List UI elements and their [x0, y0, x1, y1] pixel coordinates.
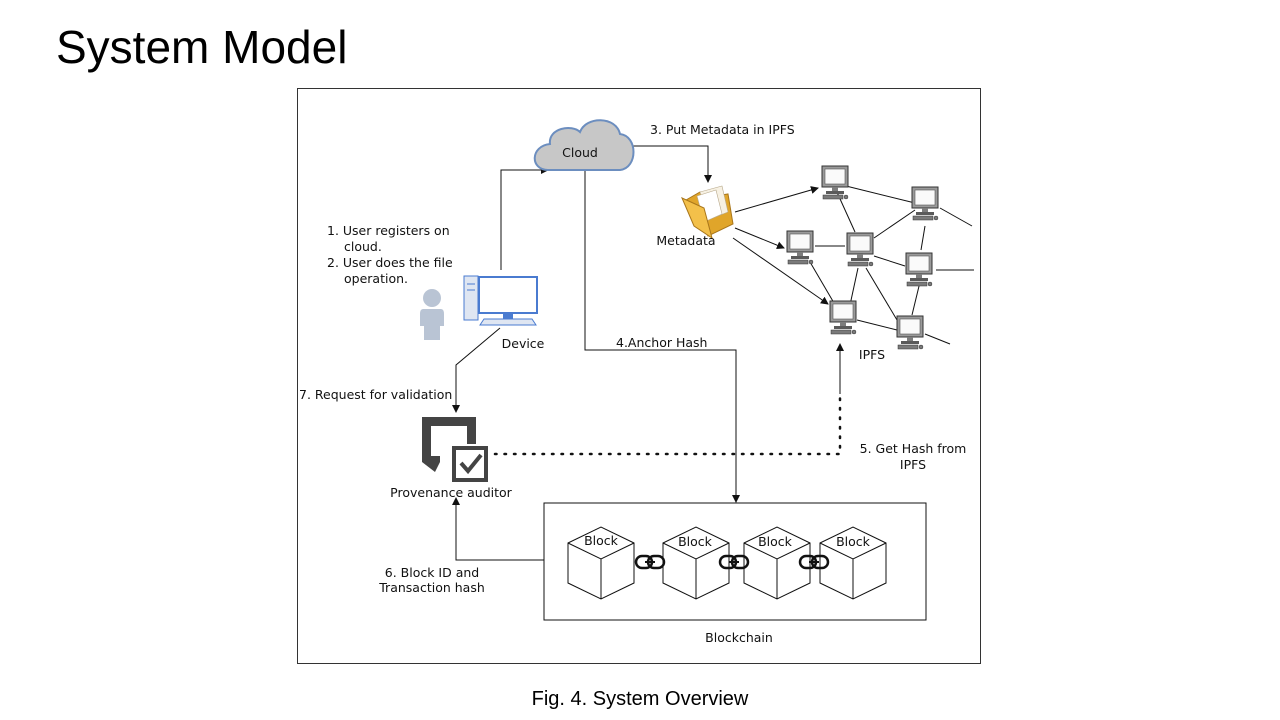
device-computer-icon [463, 275, 538, 326]
step-2-line-1: 2. User does the file [327, 255, 453, 270]
user-icon [420, 289, 444, 340]
block-label: Block [836, 534, 871, 549]
metadata-to-ipfs-arrow-1 [734, 186, 819, 213]
connectors [452, 145, 844, 561]
request-validation-arrow [452, 327, 501, 413]
step-2-line-2: operation. [344, 271, 408, 286]
step-5-line-1: 5. Get Hash from [860, 441, 967, 456]
step-1-line-1: 1. User registers on [327, 223, 450, 238]
computer-icon [821, 165, 849, 200]
block-label: Block [584, 533, 619, 548]
anchor-hash-arrow [584, 170, 740, 503]
blockchain-label: Blockchain [705, 630, 773, 645]
put-metadata-arrow [630, 145, 712, 183]
computer-icon [786, 230, 814, 265]
computer-icon [896, 315, 924, 350]
metadata-to-ipfs-arrow-3 [732, 237, 829, 305]
step-3-label: 3. Put Metadata in IPFS [650, 122, 795, 137]
computer-icon [911, 186, 939, 221]
get-hash-dotted-line [493, 390, 842, 456]
computer-icon [829, 300, 857, 335]
step-1-line-2: cloud. [344, 239, 382, 254]
cloud-icon [533, 119, 635, 171]
auditor-check-icon [422, 417, 488, 482]
computer-icon [905, 252, 933, 287]
ipfs-label: IPFS [859, 347, 885, 362]
ipfs-mesh [809, 185, 974, 345]
step-5-line-2: IPFS [900, 457, 926, 472]
device-label: Device [502, 336, 545, 351]
metadata-to-ipfs-arrow-2 [734, 227, 785, 250]
auditor-label: Provenance auditor [390, 485, 512, 500]
figure-caption: Fig. 4. System Overview [531, 688, 749, 710]
cloud-label: Cloud [562, 145, 598, 160]
block-label: Block [678, 534, 713, 549]
computer-icon [846, 232, 874, 267]
step-6-line-2: Transaction hash [378, 580, 485, 595]
block-label: Block [758, 534, 793, 549]
block-id-arrow [452, 497, 544, 561]
metadata-label: Metadata [656, 233, 715, 248]
step-7-label: 7. Request for validation [299, 387, 452, 402]
folder-icon [681, 185, 734, 240]
step-4-label: 4.Anchor Hash [616, 335, 707, 350]
slide-title: System Model [56, 21, 348, 73]
device-to-cloud-arrow [500, 166, 549, 270]
step-6-line-1: 6. Block ID and [385, 565, 479, 580]
